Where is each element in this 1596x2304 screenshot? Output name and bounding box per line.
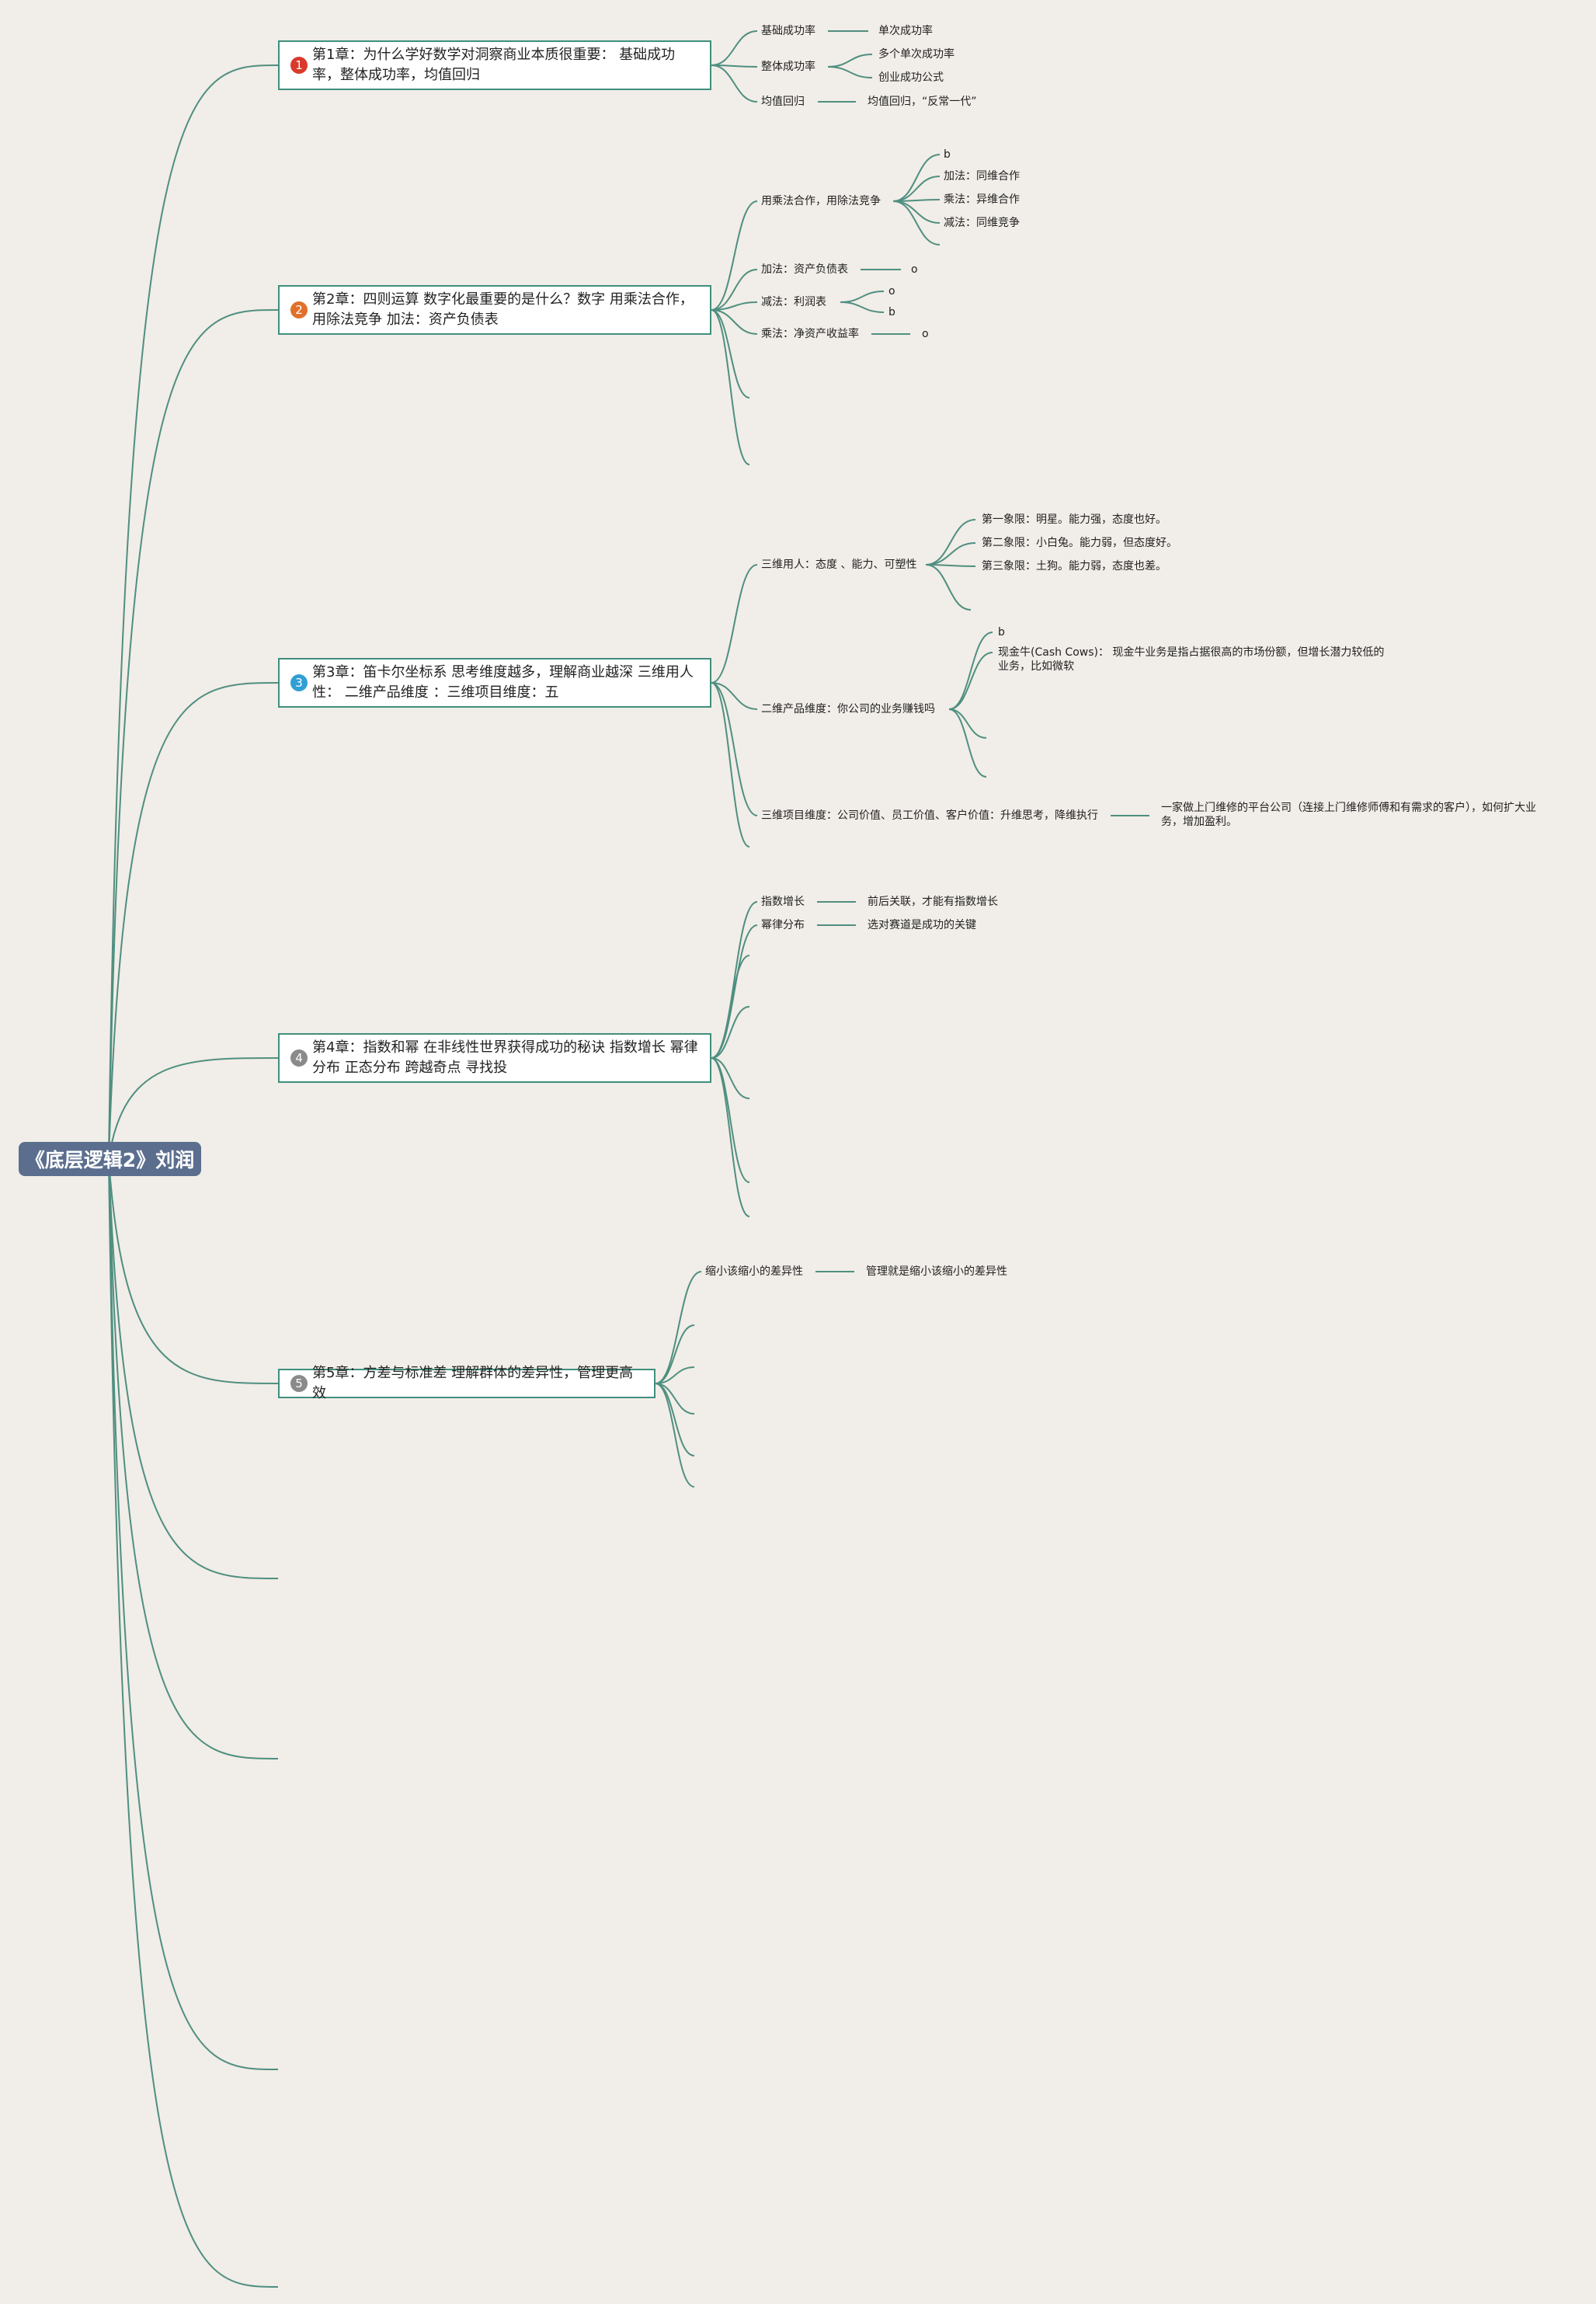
edge-root-ch1 xyxy=(108,64,279,1160)
node-subtraction-competition[interactable]: 减法：同维竞争 xyxy=(944,217,1020,229)
node-multiple-single-success[interactable]: 多个单次成功率 xyxy=(878,48,954,61)
edge-c5-empty-5 xyxy=(655,1383,695,1488)
node-quadrant-2[interactable]: 第二象限：小白兔。能力弱，但态度好。 xyxy=(982,537,1177,549)
node-cash-cows[interactable]: 现金牛(Cash Cows)： 现金牛业务是指占据很高的市场份额，但增长潜力较低… xyxy=(998,646,1385,673)
edge-c3-a3 xyxy=(925,564,976,567)
node-c2-c-b[interactable]: b xyxy=(888,306,895,318)
edge-c2-c1 xyxy=(840,291,885,303)
node-c2-b-o[interactable]: o xyxy=(911,263,918,276)
chapter-1-node[interactable]: 1 第1章：为什么学好数学对洞察商业本质很重要： 基础成功率，整体成功率，均值回… xyxy=(278,40,711,90)
edge-root-empty-3 xyxy=(108,1158,279,2070)
edge-c5-empty-1 xyxy=(655,1324,695,1384)
node-quadrant-3[interactable]: 第三象限：土狗。能力弱，态度也差。 xyxy=(982,560,1167,573)
node-multiply-divide[interactable]: 用乘法合作，用除法竞争 xyxy=(761,195,881,207)
edge-c1-a xyxy=(711,30,758,66)
edge-root-empty-2 xyxy=(108,1158,279,1759)
edge-c1-c xyxy=(711,64,758,103)
edge-c4-empty-2 xyxy=(711,1006,750,1059)
node-mean-regression[interactable]: 均值回归 xyxy=(761,96,805,108)
chapter-4-node[interactable]: 4 第4章：指数和幂 在非线性世界获得成功的秘诀 指数增长 幂律分布 正态分布 … xyxy=(278,1033,711,1083)
edge-c3-b xyxy=(711,682,758,710)
edge-c5-a xyxy=(655,1271,702,1384)
edge-root-empty-4 xyxy=(108,1158,279,2288)
chapter-2-node[interactable]: 2 第2章：四则运算 数字化最重要的是什么？数字 用乘法合作，用除法竞争 加法：… xyxy=(278,285,711,335)
edge-c3-a4 xyxy=(925,564,972,611)
edge-root-ch4 xyxy=(108,1057,279,1160)
node-reduce-variance[interactable]: 缩小该缩小的差异性 xyxy=(705,1265,803,1278)
node-3d-project[interactable]: 三维项目维度：公司价值、员工价值、客户价值：升维思考，降维执行 xyxy=(761,809,1098,822)
edge-c2-d xyxy=(711,309,758,335)
chapter-5-title: 第5章：方差与标准差 理解群体的差异性，管理更高效 xyxy=(312,1365,634,1401)
edge-c5-empty-4 xyxy=(655,1383,695,1457)
edge-c4-empty-1 xyxy=(711,955,750,1059)
edge-c4-empty-3 xyxy=(711,1057,750,1099)
chapter-5-badge: 5 xyxy=(290,1375,308,1392)
node-roe[interactable]: 乘法：净资产收益率 xyxy=(761,328,859,340)
chapter-5-node[interactable]: 5 第5章：方差与标准差 理解群体的差异性，管理更高效 xyxy=(278,1365,655,1401)
edge-c2-a5 xyxy=(892,200,941,245)
node-exponential-detail[interactable]: 前后关联，才能有指数增长 xyxy=(868,896,998,908)
chapter-4-title: 第4章：指数和幂 在非线性世界获得成功的秘诀 指数增长 幂律分布 正态分布 跨越… xyxy=(312,1039,698,1076)
node-c2-d-o[interactable]: o xyxy=(922,328,929,340)
chapter-1-title: 第1章：为什么学好数学对洞察商业本质很重要： 基础成功率，整体成功率，均值回归 xyxy=(312,47,676,83)
edge-c3-a2 xyxy=(925,542,976,566)
node-power-law[interactable]: 幂律分布 xyxy=(761,919,805,931)
edge-c4-a xyxy=(711,901,758,1059)
edge-c3-a1 xyxy=(925,519,976,566)
edge-c3-empty-1 xyxy=(711,682,750,847)
edge-root-ch3 xyxy=(108,682,279,1160)
node-c3-b-b[interactable]: b xyxy=(998,626,1005,639)
edge-c1-b1 xyxy=(827,54,873,68)
edge-c2-c xyxy=(711,301,758,311)
edge-c2-a2 xyxy=(892,176,941,202)
edge-c2-b xyxy=(711,269,758,311)
node-c2-a-b[interactable]: b xyxy=(944,148,951,161)
node-base-success-rate[interactable]: 基础成功率 xyxy=(761,25,815,37)
edge-c2-c2 xyxy=(840,301,885,313)
node-income-statement[interactable]: 减法：利润表 xyxy=(761,296,826,308)
chapter-2-title: 第2章：四则运算 数字化最重要的是什么？数字 用乘法合作，用除法竞争 加法：资产… xyxy=(312,291,694,328)
chapter-3-node[interactable]: 3 第3章：笛卡尔坐标系 思考维度越多，理解商业越深 三维用人性： 二维产品维度… xyxy=(278,658,711,708)
edge-c2-empty-1 xyxy=(711,309,750,399)
edge-c5-empty-2 xyxy=(655,1366,695,1384)
node-power-law-detail[interactable]: 选对赛道是成功的关键 xyxy=(868,919,976,931)
edge-root-ch5 xyxy=(108,1158,279,1384)
node-startup-success-formula[interactable]: 创业成功公式 xyxy=(878,71,944,84)
node-addition-cooperation[interactable]: 加法：同维合作 xyxy=(944,170,1020,183)
chapter-1-badge: 1 xyxy=(290,57,308,74)
edge-root-ch2 xyxy=(108,309,279,1160)
chapter-2-badge: 2 xyxy=(290,301,308,318)
node-c2-c-o[interactable]: o xyxy=(888,285,895,298)
node-single-success-rate[interactable]: 单次成功率 xyxy=(878,25,933,37)
node-repair-platform[interactable]: 一家做上门维修的平台公司（连接上门维修师傅和有需求的客户），如何扩大业务，增加盈… xyxy=(1161,802,1536,828)
edge-c3-b3 xyxy=(948,708,987,739)
edge-root-empty-1 xyxy=(108,1158,279,1579)
edge-c2-a xyxy=(711,200,758,311)
node-mean-regression-detail[interactable]: 均值回归，“反常一代” xyxy=(868,96,977,108)
edge-c3-b2 xyxy=(948,652,993,710)
edge-c5-empty-3 xyxy=(655,1383,695,1415)
node-overall-success-rate[interactable]: 整体成功率 xyxy=(761,61,815,73)
chapter-3-title: 第3章：笛卡尔坐标系 思考维度越多，理解商业越深 三维用人性： 二维产品维度 ：… xyxy=(312,664,694,701)
node-3d-hiring[interactable]: 三维用人：态度 、能力、可塑性 xyxy=(761,559,917,571)
edge-c3-b4 xyxy=(948,708,987,778)
node-quadrant-1[interactable]: 第一象限：明星。能力强，态度也好。 xyxy=(982,513,1167,526)
node-balance-sheet[interactable]: 加法：资产负债表 xyxy=(761,263,848,276)
edge-c2-a4 xyxy=(892,200,941,224)
node-multiplication-cooperation[interactable]: 乘法：异维合作 xyxy=(944,193,1020,206)
edge-c3-b1 xyxy=(948,632,993,710)
node-2d-product[interactable]: 二维产品维度：你公司的业务赚钱吗 xyxy=(761,703,935,715)
node-reduce-variance-detail[interactable]: 管理就是缩小该缩小的差异性 xyxy=(866,1265,1007,1278)
chapter-3-badge: 3 xyxy=(290,674,308,691)
edge-c3-c xyxy=(711,682,758,816)
edge-c1-b2 xyxy=(827,66,873,78)
root-node[interactable]: 《底层逻辑2》刘润 xyxy=(19,1142,201,1176)
edge-c3-a xyxy=(711,564,758,684)
edge-c2-empty-2 xyxy=(711,309,750,465)
node-exponential-growth[interactable]: 指数增长 xyxy=(761,896,805,908)
edge-c4-b xyxy=(711,924,758,1059)
chapter-4-badge: 4 xyxy=(290,1049,308,1067)
edge-c4-empty-5 xyxy=(711,1057,750,1217)
